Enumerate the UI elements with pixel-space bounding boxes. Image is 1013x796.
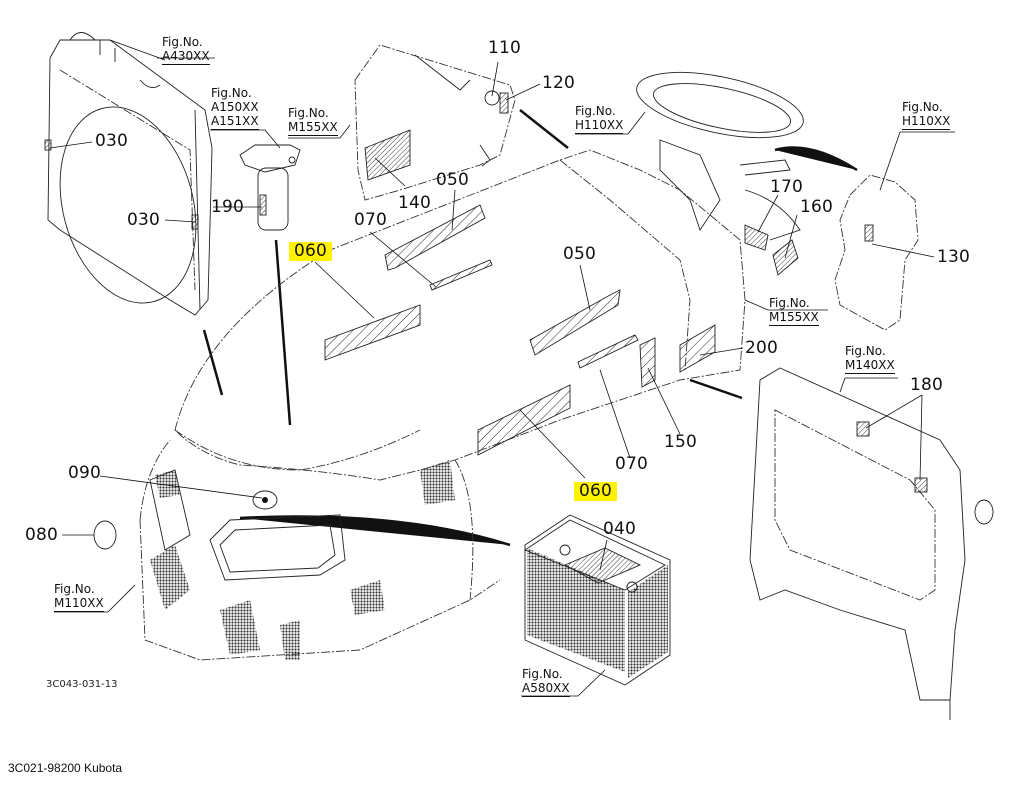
diagram-drawing: [44, 32, 994, 720]
hood: [139, 149, 746, 661]
fig-ref-code: A430XX: [162, 49, 210, 65]
fig-ref-code: A151XX: [211, 114, 259, 130]
fig-ref-m155xx-dash: Fig.No. M155XX: [288, 106, 338, 136]
decal-200: [679, 324, 716, 373]
callout-070-side[interactable]: 070: [615, 454, 649, 474]
steering-wheel: [636, 71, 804, 241]
callout-150[interactable]: 150: [664, 432, 698, 452]
fig-ref-m110xx: Fig.No. M110XX: [54, 582, 104, 612]
fig-ref-code: A150XX: [211, 100, 259, 114]
fig-ref-code: M110XX: [54, 596, 104, 612]
decal-050-side: [529, 289, 621, 356]
fig-ref-label: Fig.No.: [54, 582, 95, 596]
callout-110[interactable]: 110: [488, 38, 522, 58]
callout-170[interactable]: 170: [770, 177, 804, 197]
fig-ref-label: Fig.No.: [162, 35, 203, 49]
decal-070-upper: [429, 259, 493, 291]
decal-150: [639, 337, 656, 388]
fig-ref-a150xx-a151xx: Fig.No. A150XX A151XX: [211, 86, 259, 130]
callout-180[interactable]: 180: [910, 375, 944, 395]
diagram-caption: 3C021-98200 Kubota: [8, 761, 123, 775]
callout-160[interactable]: 160: [800, 197, 834, 217]
fig-ref-h110xx-cover: Fig.No. H110XX: [902, 100, 951, 130]
plug-080: [93, 520, 117, 550]
callout-030-upper[interactable]: 030: [95, 131, 129, 151]
leader-lines: [49, 39, 955, 697]
battery: [524, 514, 671, 686]
fig-ref-label: Fig.No.: [769, 296, 810, 310]
fig-ref-m140xx: Fig.No. M140XX: [845, 344, 895, 374]
fig-ref-label: Fig.No.: [902, 100, 943, 114]
decal-170: [744, 224, 769, 251]
dashboard-panel: [354, 44, 516, 201]
decals: [324, 204, 799, 456]
fig-ref-label: Fig.No.: [575, 104, 616, 118]
fig-ref-a580xx: Fig.No. A580XX: [522, 667, 570, 697]
fig-ref-label: Fig.No.: [288, 106, 329, 120]
fuel-filter: [239, 144, 301, 231]
callout-070-upper[interactable]: 070: [354, 210, 388, 230]
callout-140[interactable]: 140: [398, 193, 432, 213]
callout-040[interactable]: 040: [603, 519, 637, 539]
fig-ref-label: Fig.No.: [522, 667, 563, 681]
drawing-id: 3C043-031-13: [46, 679, 118, 690]
frame-panel: [749, 367, 994, 720]
fig-ref-code: M140XX: [845, 358, 895, 374]
fig-ref-m155xx-hood: Fig.No. M155XX: [769, 296, 819, 326]
fig-ref-code: M155XX: [769, 310, 819, 326]
cap-090: [252, 490, 278, 510]
decal-060-upper: [324, 304, 421, 361]
small-parts: [93, 490, 278, 550]
assembly-arrows: [202, 109, 858, 547]
side-cover: [834, 174, 919, 331]
fig-ref-label: Fig.No.: [211, 86, 252, 100]
callout-050-side[interactable]: 050: [563, 244, 597, 264]
fig-ref-code: H110XX: [575, 118, 624, 134]
callout-120[interactable]: 120: [542, 73, 576, 93]
decal-070-side: [577, 334, 639, 369]
callout-050-upper[interactable]: 050: [436, 170, 470, 190]
callout-030-lower[interactable]: 030: [127, 210, 161, 230]
decal-050-upper: [384, 204, 486, 271]
parts-diagram: Fig.No. A430XX Fig.No. A150XX A151XX Fig…: [25, 32, 994, 720]
callout-080[interactable]: 080: [25, 525, 59, 545]
fig-ref-code: M155XX: [288, 120, 338, 136]
fig-ref-h110xx-wheel: Fig.No. H110XX: [575, 104, 624, 134]
fig-ref-label: Fig.No.: [845, 344, 886, 358]
callout-190[interactable]: 190: [211, 197, 245, 217]
callout-130[interactable]: 130: [937, 247, 971, 267]
callout-200[interactable]: 200: [745, 338, 779, 358]
fig-ref-a430xx: Fig.No. A430XX: [162, 35, 210, 65]
decal-060-side: [477, 384, 571, 456]
callout-060-upper-highlighted[interactable]: 060: [289, 242, 333, 261]
fig-ref-code: H110XX: [902, 114, 951, 130]
callout-090[interactable]: 090: [68, 463, 102, 483]
fig-ref-code: A580XX: [522, 681, 570, 697]
radiator-shroud: [44, 32, 213, 316]
callout-060-side-highlighted[interactable]: 060: [574, 482, 618, 501]
